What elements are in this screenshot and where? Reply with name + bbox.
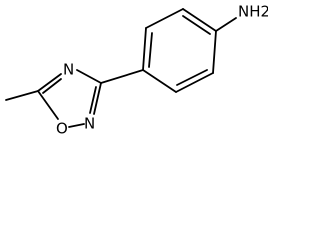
ring-nitrogen-bottom: N xyxy=(84,115,95,133)
amine-label: NH2 xyxy=(238,3,268,21)
bond-benz-6 xyxy=(142,69,177,93)
bond-benz-4 xyxy=(212,30,217,74)
molecule-svg: N N O NH2 xyxy=(5,3,270,138)
bond-benz-2 xyxy=(145,8,184,29)
bond-c5-n4-double xyxy=(42,78,62,94)
ring-oxygen: O xyxy=(56,120,68,138)
structure-diagram: N N O NH2 xyxy=(5,2,271,138)
bond-aryl-amine xyxy=(215,17,237,32)
bond-c3-n2-double xyxy=(89,86,97,114)
bond-o1-c5 xyxy=(37,90,59,120)
bond-c5-n4 xyxy=(37,73,62,92)
bond-c3-n2 xyxy=(93,82,102,115)
bond-c3-aryl xyxy=(100,69,144,84)
bond-methyl xyxy=(5,90,39,101)
bond-benz-3-inner xyxy=(182,15,211,35)
bond-benz-3 xyxy=(182,8,217,32)
bond-n4-c3 xyxy=(76,69,102,84)
bond-benz-1-inner xyxy=(148,32,153,68)
ring-nitrogen-top: N xyxy=(63,61,74,79)
bond-benz-1 xyxy=(142,27,147,71)
bond-n2-o1 xyxy=(68,123,85,128)
bond-benz-5-inner xyxy=(176,69,208,86)
bond-benz-5 xyxy=(175,72,214,93)
